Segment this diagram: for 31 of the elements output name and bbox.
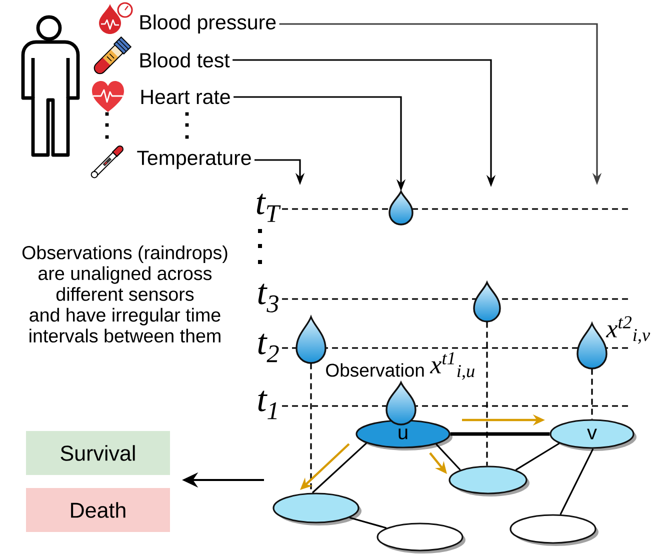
graph-node xyxy=(510,514,598,546)
graph-edge xyxy=(450,432,550,436)
outcome-box: Death xyxy=(26,488,170,532)
raindrop xyxy=(473,282,501,322)
raindrop xyxy=(296,316,326,364)
graph-node xyxy=(448,466,530,496)
graph-node: u xyxy=(356,420,452,450)
time-label: t$_{T}$ xyxy=(256,194,281,222)
time-label: t$_{2}$ xyxy=(258,334,279,362)
graph-node xyxy=(272,492,362,526)
graph-edge xyxy=(349,516,387,529)
observation-label: x$^{t1}$i,u xyxy=(430,352,474,380)
graph-edge xyxy=(436,444,461,470)
graph-edge xyxy=(560,448,594,515)
sensor-label: Blood pressure xyxy=(140,14,276,34)
graph-node: v xyxy=(550,419,636,451)
projection-line xyxy=(486,322,488,466)
observation-label: x$^{t2}$i,v xyxy=(606,316,650,344)
graph-edge xyxy=(312,442,368,494)
sensor-label: Heart rate xyxy=(141,90,230,104)
graph-edge xyxy=(515,442,560,471)
time-label: t$_{3}$ xyxy=(258,284,278,312)
time-label: t$_{1}$ xyxy=(258,390,277,420)
projection-line xyxy=(591,368,593,420)
observation-label: Observation xyxy=(326,363,424,377)
description-text: Observations (raindrops) are unaligned across different sensors and have irregular time intervals between them xyxy=(22,246,228,342)
raindrop xyxy=(388,190,414,226)
outcome-box: Survival xyxy=(26,431,170,475)
sensor-label: Temperature xyxy=(137,150,251,170)
graph-node xyxy=(376,522,466,554)
sensor-label: Blood test xyxy=(140,52,230,68)
